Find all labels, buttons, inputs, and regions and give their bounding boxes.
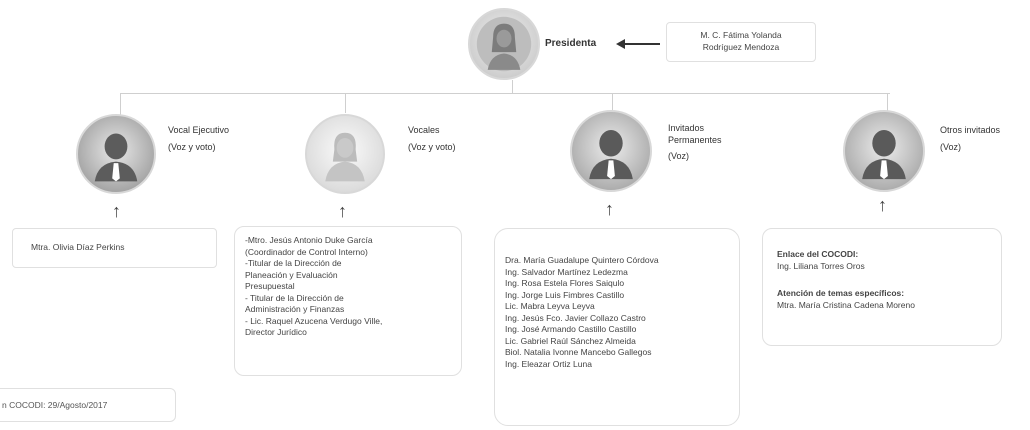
vocal-ejecutivo-stem xyxy=(120,93,121,115)
female-silhouette-icon xyxy=(476,16,532,72)
vocal-ejecutivo-title: Vocal Ejecutivo (Voz y voto) xyxy=(168,125,230,152)
otros-invitados-box: Enlace del COCODI: Ing. Liliana Torres O… xyxy=(762,228,1002,346)
female-silhouette-light-icon xyxy=(325,132,365,182)
male-silhouette-icon xyxy=(589,129,633,180)
installation-date-note: n COCODI: 29/Agosto/2017 xyxy=(2,400,108,410)
invitados-up-arrow-icon: ↑ xyxy=(605,199,614,219)
date-note-box xyxy=(0,388,176,422)
otros-stem xyxy=(887,93,888,113)
otros-invitados-up-arrow-icon: ↑ xyxy=(878,195,887,215)
vocales-title: Vocales (Voz y voto) xyxy=(408,125,456,152)
vocales-stem xyxy=(345,93,346,113)
president-avatar xyxy=(468,8,540,80)
president-name-box: M. C. Fátima Yolanda Rodríguez Mendoza xyxy=(666,22,816,62)
president-name-line2: Rodríguez Mendoza xyxy=(702,41,780,52)
invitados-avatar xyxy=(570,110,652,192)
male-silhouette-icon xyxy=(862,129,906,180)
vocales-up-arrow-icon: ↑ xyxy=(338,201,347,221)
president-stem-connector xyxy=(512,80,513,94)
vocal-ejecutivo-up-arrow-icon: ↑ xyxy=(112,201,121,221)
vocal-ejecutivo-avatar xyxy=(76,114,156,194)
invitados-box: Dra. María Guadalupe Quintero Córdova In… xyxy=(494,228,740,426)
vocales-box: -Mtro. Jesús Antonio Duke García (Coordi… xyxy=(234,226,462,376)
otros-invitados-avatar xyxy=(843,110,925,192)
male-silhouette-icon xyxy=(94,133,138,182)
invitados-stem xyxy=(612,93,613,111)
top-horizontal-connector xyxy=(120,93,890,94)
vocales-avatar xyxy=(305,114,385,194)
president-name-line1: M. C. Fátima Yolanda xyxy=(700,30,782,40)
president-title: Presidenta xyxy=(545,38,597,49)
vocal-ejecutivo-box: Mtra. Olivia Díaz Perkins xyxy=(12,228,217,268)
invitados-title: Invitados Permanentes (Voz) xyxy=(668,123,722,161)
left-arrow-icon xyxy=(616,39,660,49)
otros-invitados-title: Otros invitados (Voz) xyxy=(940,125,1001,152)
